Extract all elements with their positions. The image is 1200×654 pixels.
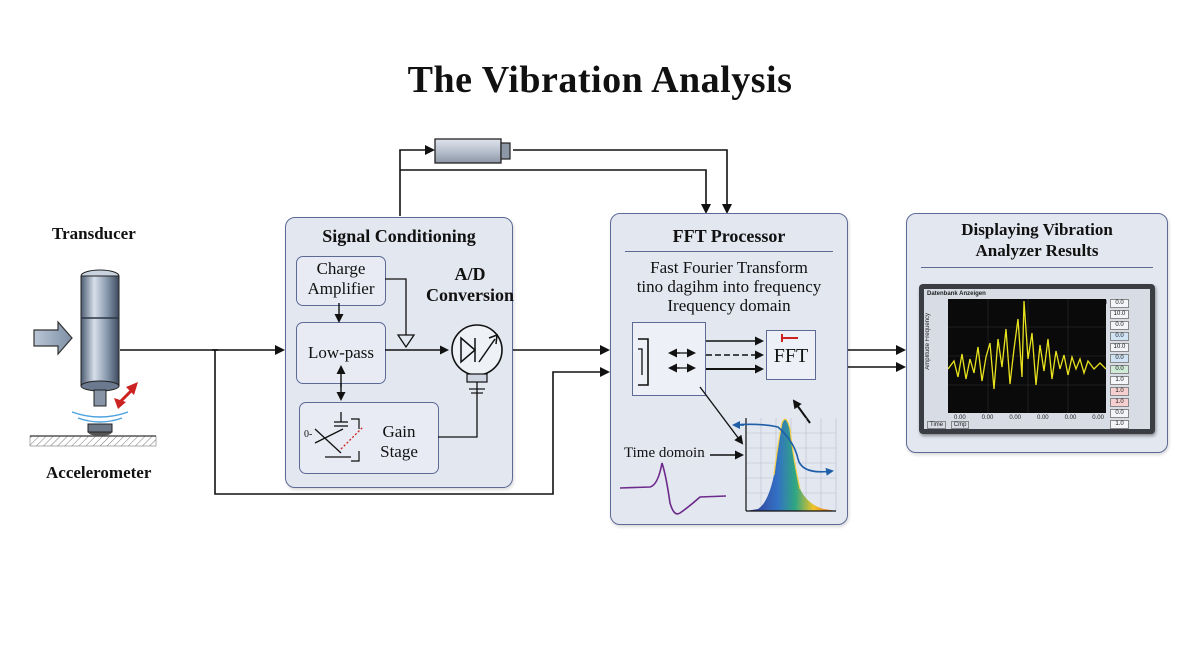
fft-processor-title: FFT Processor xyxy=(672,226,786,246)
fft-title-divider xyxy=(625,251,833,252)
panel-button[interactable]: 1.0 xyxy=(1110,420,1129,429)
signal-conditioning-wiring xyxy=(314,278,503,462)
panel-button[interactable]: 0.0 xyxy=(1110,365,1129,374)
switch-zero-label: 0- xyxy=(304,429,313,440)
panel-button[interactable]: 0.0 xyxy=(1110,354,1129,363)
fft-desc-line-3: Irequency domain xyxy=(667,296,791,315)
x-tick: 0.00 xyxy=(1092,415,1104,421)
connector-plug-icon xyxy=(434,138,511,164)
waveform-trace xyxy=(947,299,1107,413)
analyzer-monitor: Datenbank Anzeigen Amplitude Frequency 0… xyxy=(919,284,1155,434)
fft-box-label: FFT xyxy=(773,345,809,367)
accelerometer-label: Accelerometer xyxy=(46,463,152,482)
x-tick: 0.00 xyxy=(981,415,994,421)
panel-button[interactable]: 1.0 xyxy=(1110,376,1129,385)
window-controls[interactable] xyxy=(1102,291,1148,304)
waveform-plot xyxy=(947,299,1107,413)
transducer-label: Transducer xyxy=(52,224,136,243)
display-results-title: Displaying Vibration Analyzer Results xyxy=(961,220,1113,260)
time-domain-label: Time domoin xyxy=(624,445,705,461)
charge-amplifier-box: Charge Amplifier xyxy=(296,256,386,306)
panel-button[interactable]: 0.0 xyxy=(1110,299,1129,308)
x-tick: 0.00 xyxy=(954,415,966,421)
x-axis-ticks: 0.00 0.00 0.00 0.00 0.00 0.00 xyxy=(954,415,1104,421)
x-tick: 0.00 xyxy=(1064,415,1077,421)
input-buffer-box xyxy=(632,322,706,396)
panel-button[interactable]: 10.0 xyxy=(1110,310,1129,319)
fft-internal-graphics xyxy=(619,334,837,515)
x-tick: 0.00 xyxy=(1009,415,1021,421)
fft-desc-line-2: tino dagihm into frequency xyxy=(636,277,822,296)
x-tick: 0.00 xyxy=(1036,415,1049,421)
status-item[interactable]: Cmp xyxy=(950,421,970,429)
status-item[interactable]: Time xyxy=(927,421,947,429)
panel-button[interactable]: 0.0 xyxy=(1110,332,1129,341)
screen-title[interactable]: Datenbank Anzeigen xyxy=(927,291,986,297)
signal-conditioning-title: Signal Conditioning xyxy=(322,226,476,246)
status-bar: Time Cmp xyxy=(927,421,970,429)
side-control-panel: 0.0 10.0 0.0 0.0 10.0 0.0 0.0 1.0 1.0 1.… xyxy=(1110,299,1148,429)
y-axis-label: Amplitude Frequency xyxy=(925,313,931,370)
panel-button[interactable]: 10.0 xyxy=(1110,343,1129,352)
display-title-divider xyxy=(921,267,1153,268)
panel-button[interactable]: 1.0 xyxy=(1110,398,1129,407)
fft-desc-line-1: Fast Fourier Transform xyxy=(650,258,808,277)
panel-button[interactable]: 0.0 xyxy=(1110,409,1129,418)
gain-stage-box: Gain Stage 0- xyxy=(299,402,439,474)
gain-stage-label: Gain Stage xyxy=(380,422,418,461)
panel-button[interactable]: 0.0 xyxy=(1110,321,1129,330)
ad-conversion-label: A/D Conversion xyxy=(425,264,514,305)
page-title: The Vibration Analysis xyxy=(407,59,793,101)
analyzer-screen: Datenbank Anzeigen Amplitude Frequency 0… xyxy=(924,289,1150,429)
transducer-sensor-icon xyxy=(29,269,157,447)
panel-button[interactable]: 1.0 xyxy=(1110,387,1129,396)
